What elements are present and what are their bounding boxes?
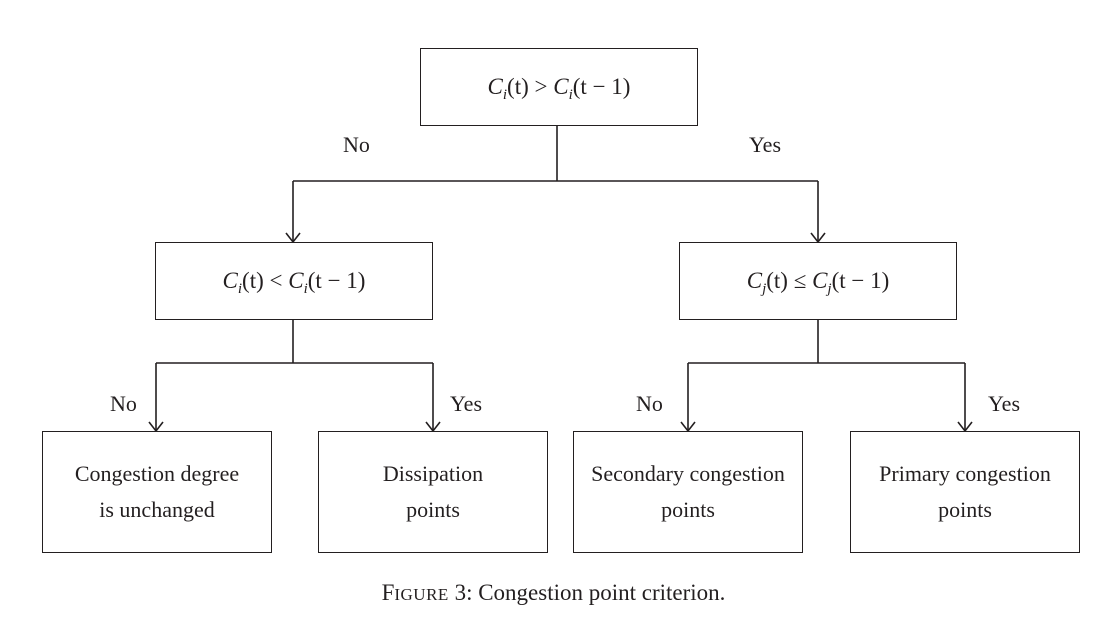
right-decision-box: Cj(t) ≤ Cj(t − 1) bbox=[679, 242, 957, 320]
leaf-secondary-box: Secondary congestion points bbox=[573, 431, 803, 553]
caption-figure-word: igure bbox=[394, 585, 449, 604]
leaf-primary-text: Primary congestion points bbox=[879, 461, 1051, 522]
edge-label-right-no: No bbox=[636, 391, 663, 416]
edge-label-left-no: No bbox=[110, 391, 137, 416]
caption-text: 3: Congestion point criterion. bbox=[448, 580, 726, 605]
leaf-dissipation-text: Dissipation points bbox=[382, 461, 484, 522]
leaf-secondary-text: Secondary congestion points bbox=[591, 461, 785, 522]
edge-label-right-yes: Yes bbox=[988, 391, 1021, 416]
edge-label-root-no: No bbox=[343, 132, 370, 157]
leaf-dissipation-box: Dissipation points bbox=[318, 431, 548, 553]
leaf-primary-box: Primary congestion points bbox=[850, 431, 1080, 553]
edge-label-left-yes: Yes bbox=[450, 391, 483, 416]
edge-label-root-yes: Yes bbox=[749, 132, 782, 157]
left-condition: Ci(t) < Ci(t − 1) bbox=[222, 268, 366, 297]
root-condition: Ci(t) > Ci(t − 1) bbox=[487, 74, 631, 103]
root-decision-box: Ci(t) > Ci(t − 1) bbox=[420, 48, 698, 126]
leaf-unchanged-box: Congestion degree is unchanged bbox=[42, 431, 272, 553]
right-condition: Cj(t) ≤ Cj(t − 1) bbox=[746, 268, 890, 297]
figure-caption: Figure 3: Congestion point criterion. bbox=[0, 579, 1107, 609]
leaf-unchanged-text: Congestion degree is unchanged bbox=[74, 461, 240, 522]
left-decision-box: Ci(t) < Ci(t − 1) bbox=[155, 242, 433, 320]
caption-figure-initial: F bbox=[381, 580, 395, 605]
